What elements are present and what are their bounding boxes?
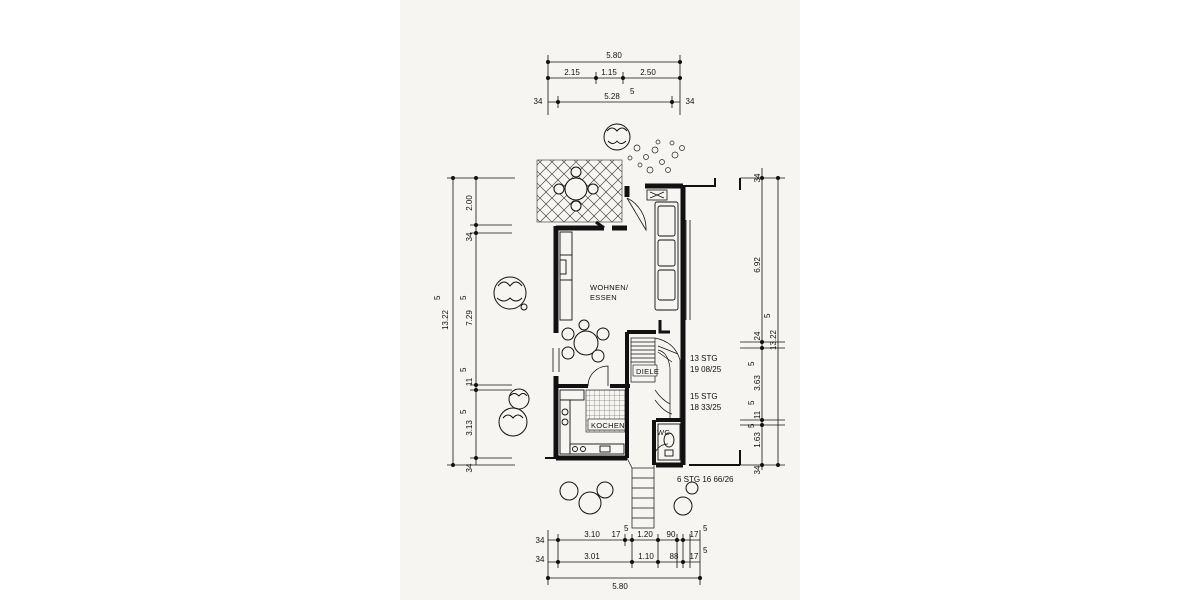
dim-bottom-r2-d-sup: 5 [703, 546, 708, 555]
dim-top-inner-sup: 5 [630, 87, 635, 96]
interior-walls [556, 320, 683, 465]
dim-bottom-r1-e: 17 [690, 530, 699, 539]
dim-right-bottom: 34 [753, 465, 762, 474]
windows [552, 220, 691, 372]
stair-label-entry: 6 STG 16 66/26 [677, 475, 734, 484]
dim-bottom-r1-e-sup: 5 [703, 524, 708, 533]
dim-left-wall2-sup: 5 [459, 367, 468, 372]
dim-left-wall1: 34 [465, 232, 474, 241]
dim-right-total-sup: 5 [763, 313, 772, 318]
dim-right-total: 13.22 [769, 329, 778, 350]
dimension-bottom [546, 530, 703, 585]
dim-right-wall1: 24 [753, 331, 762, 340]
terrace-door[interactable] [626, 197, 647, 232]
dim-top-seg2: 1.15 [601, 68, 617, 77]
room-label-living-2: ESSEN [590, 293, 617, 302]
stair-label-1: 13 STG [690, 354, 718, 363]
dim-right-stair: 3.63 [753, 375, 762, 391]
dim-right-wc: 1.63 [753, 432, 762, 448]
dim-bottom-r1-c: 1.20 [637, 530, 653, 539]
dim-bottom-r1-left: 34 [536, 536, 545, 545]
dimension-right [740, 168, 785, 470]
tree-top [603, 123, 631, 151]
dim-bottom-r2-a: 3.01 [584, 552, 600, 561]
dim-left-living-sup: 5 [459, 295, 468, 300]
shrubs-bottom [559, 481, 699, 516]
dim-top-seg1: 2.15 [564, 68, 580, 77]
dim-bottom-r1-d: 90 [667, 530, 676, 539]
dim-top-left: 34 [534, 97, 543, 106]
dim-top-right: 34 [686, 97, 695, 106]
staircase [630, 337, 681, 420]
entry-steps [626, 457, 655, 529]
stair-label-2: 19 08/25 [690, 365, 722, 374]
wc-fixtures [657, 423, 681, 461]
dim-left-kitchen: 3.13 [465, 420, 474, 436]
door-leaf-left [595, 220, 605, 230]
dim-bottom-r1-a: 3.10 [584, 530, 600, 539]
stair-label-4: 18 33/25 [690, 403, 722, 412]
dim-bottom-r1-b-sup: 5 [624, 524, 629, 533]
wc-door[interactable] [653, 443, 669, 459]
room-label-living: WOHNEN/ [590, 283, 629, 292]
dim-right-top: 34 [753, 173, 762, 182]
dining-table-set [561, 319, 610, 363]
dim-left-living: 7.29 [465, 310, 474, 326]
room-label-kitchen: KOCHEN [591, 421, 625, 430]
dim-right-living: 6.92 [753, 257, 762, 273]
dimension-left [447, 175, 515, 467]
dim-top-total: 5.80 [606, 51, 622, 60]
dim-bottom-r2-c: 88 [670, 552, 679, 561]
dim-bottom-r2-b: 1.10 [638, 552, 654, 561]
stair-label-3: 15 STG [690, 392, 718, 401]
dim-bottom-total: 5.80 [612, 582, 628, 591]
room-label-hall: DIELE [636, 367, 659, 376]
shelf-left [559, 231, 573, 321]
dim-right-wc-sup: 5 [747, 423, 756, 428]
dim-top-inner: 5.28 [604, 92, 620, 101]
plant-pot [646, 189, 668, 201]
dim-left-total-sup: 5 [433, 295, 442, 300]
kitchen-counter [559, 389, 625, 455]
dim-left-terrace: 2.00 [465, 195, 474, 211]
dim-bottom-r2-d: 17 [690, 552, 699, 561]
dim-right-wall2-sup: 5 [747, 400, 756, 405]
dim-left-kitchen-sup: 5 [459, 409, 468, 414]
dim-bottom-r2-left: 34 [536, 555, 545, 564]
garden-stones [627, 139, 685, 174]
dim-left-wall2: 11 [465, 377, 474, 386]
dim-top-seg3: 2.50 [640, 68, 656, 77]
kitchen-door[interactable] [587, 365, 609, 387]
dim-left-wall3: 34 [465, 463, 474, 472]
tree-left-upper [493, 276, 528, 311]
dim-right-wall2: 11 [753, 410, 762, 419]
paper-sheet [400, 0, 800, 600]
sofa-right [654, 201, 679, 311]
room-label-wc: WC [657, 428, 670, 437]
dimension-top [546, 55, 683, 115]
kitchen-label-box [587, 418, 626, 431]
tree-left-lower [498, 388, 530, 437]
hall-label-box [632, 364, 658, 377]
dim-bottom-r1-b: 17 [612, 530, 621, 539]
dim-left-total: 13.22 [441, 309, 450, 330]
terrace-table-set [553, 166, 599, 212]
dim-right-stair-sup: 5 [747, 361, 756, 366]
